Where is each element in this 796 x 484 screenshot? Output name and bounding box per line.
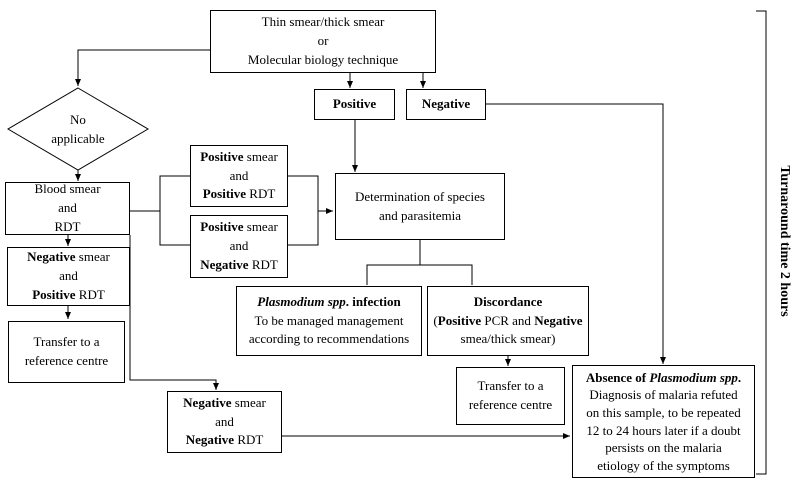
transfer-left-box: Transfer to a reference centre bbox=[8, 321, 125, 383]
transfer-right-box: Transfer to a reference centre bbox=[456, 367, 565, 425]
discordance-text-1: PCR and bbox=[481, 312, 535, 328]
pos-neg-text-2: RDT bbox=[248, 256, 278, 272]
not-applicable-line-2: applicable bbox=[51, 130, 105, 146]
infection-line-2: To be managed management bbox=[254, 312, 404, 328]
positive-smear-positive-rdt-box: Positive smear and Positive RDT bbox=[190, 145, 288, 207]
transfer-right-line-1: Transfer to a bbox=[477, 378, 544, 394]
not-applicable-label: No applicable bbox=[28, 111, 128, 149]
start-box: Thin smear/thick smear or Molecular biol… bbox=[210, 10, 436, 73]
absence-line-3: on this sample, to be repeated bbox=[586, 404, 741, 420]
plasmodium-infection-box: Plasmodium spp. infection To be managed … bbox=[236, 286, 422, 356]
not-applicable-line-1: No bbox=[70, 112, 86, 127]
neg-pos-text-1: smear bbox=[75, 249, 110, 265]
pos-pos-text-2: RDT bbox=[246, 186, 276, 202]
pos-neg-bold-2: Negative bbox=[200, 256, 249, 272]
infection-title-rest: . infection bbox=[345, 293, 401, 309]
pos-neg-text-1: smear bbox=[243, 219, 278, 235]
absence-line-4: 12 to 24 hours later if a doubt bbox=[586, 422, 741, 438]
determination-line-1: Determination of species bbox=[355, 188, 485, 204]
pos-pos-and: and bbox=[229, 167, 249, 183]
neg-neg-text-1: smear bbox=[231, 394, 266, 410]
blood-smear-line-1: Blood smear bbox=[34, 181, 101, 197]
neg-pos-and: and bbox=[59, 268, 78, 284]
neg-neg-bold-1: Negative bbox=[183, 394, 232, 410]
blood-smear-line-2: and bbox=[58, 200, 77, 216]
infection-line-3: according to recommendations bbox=[248, 331, 410, 347]
neg-neg-bold-2: Negative bbox=[185, 432, 235, 448]
pos-neg-and: and bbox=[229, 238, 249, 254]
positive-box: Positive bbox=[314, 89, 395, 120]
neg-pos-bold-2: Positive bbox=[32, 286, 76, 302]
absence-line-6: etiology of the symptoms bbox=[597, 457, 730, 473]
neg-neg-text-2: RDT bbox=[234, 432, 264, 448]
pos-neg-bold-1: Positive bbox=[200, 219, 244, 235]
negative-smear-negative-rdt-box: Negative smear and Negative RDT bbox=[167, 391, 282, 453]
discordance-paren: ( bbox=[433, 312, 438, 328]
pos-pos-bold-1: Positive bbox=[200, 148, 244, 164]
turnaround-label: Turnaround time 2 hours bbox=[777, 165, 792, 317]
absence-line-2: Diagnosis of malaria refuted bbox=[589, 387, 738, 403]
negative-smear-positive-rdt-box: Negative smear and Positive RDT bbox=[7, 247, 130, 306]
absence-title-prefix: Absence of bbox=[585, 369, 650, 385]
negative-label: Negative bbox=[421, 96, 471, 112]
negative-box: Negative bbox=[406, 89, 486, 120]
start-line-1: Thin smear/thick smear bbox=[261, 14, 385, 30]
start-line-2: or bbox=[317, 33, 329, 49]
transfer-left-line-2: reference centre bbox=[24, 353, 109, 368]
infection-title-italic: Plasmodium spp bbox=[257, 293, 346, 309]
transfer-left-line-1: Transfer to a bbox=[33, 334, 100, 350]
positive-label: Positive bbox=[332, 96, 377, 112]
determination-line-2: and parasitemia bbox=[379, 207, 461, 223]
absence-box: Absence of Plasmodium spp. Diagnosis of … bbox=[572, 365, 755, 478]
discordance-bold-1: Positive bbox=[437, 312, 482, 328]
absence-title-italic: Plasmodium spp bbox=[649, 369, 738, 385]
positive-smear-negative-rdt-box: Positive smear and Negative RDT bbox=[190, 215, 288, 278]
discordance-bold-2: Negative bbox=[534, 312, 583, 328]
pos-pos-text-1: smear bbox=[243, 148, 278, 164]
pos-pos-bold-2: Positive bbox=[202, 186, 247, 202]
discordance-title: Discordance bbox=[473, 293, 543, 309]
absence-title-suffix: . bbox=[737, 369, 742, 385]
start-line-3: Molecular biology technique bbox=[247, 51, 399, 67]
absence-line-5: persists on the malaria bbox=[605, 440, 722, 456]
determination-box: Determination of species and parasitemia bbox=[335, 173, 505, 240]
neg-pos-bold-1: Negative bbox=[27, 249, 76, 265]
discordance-box: Discordance (Positive PCR and Negative s… bbox=[427, 286, 589, 356]
blood-smear-box: Blood smear and RDT bbox=[5, 181, 130, 235]
discordance-line-3: smea/thick smear) bbox=[460, 331, 556, 347]
blood-smear-line-3: RDT bbox=[54, 218, 81, 234]
transfer-right-line-2: reference centre bbox=[468, 397, 553, 412]
neg-neg-and: and bbox=[215, 413, 234, 429]
neg-pos-text-2: RDT bbox=[75, 286, 105, 302]
